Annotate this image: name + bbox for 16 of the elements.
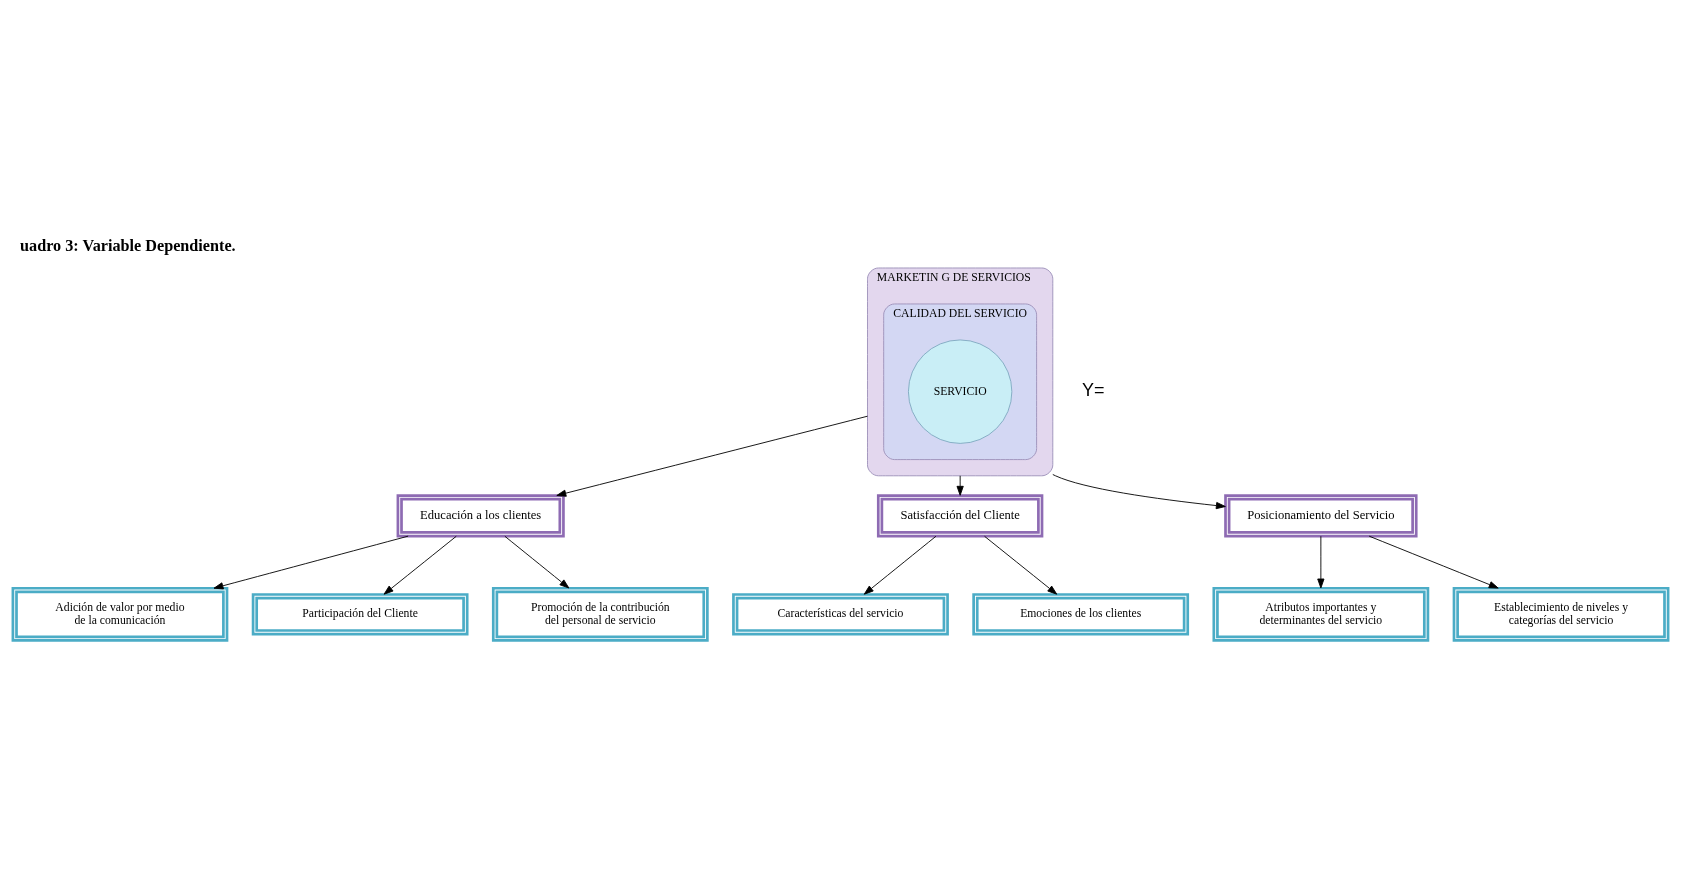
node-box: Atributos importantes y determinantes del servicio — [1212, 586, 1430, 642]
arrow — [1317, 535, 1325, 588]
arrow — [504, 535, 570, 588]
arrow — [213, 535, 409, 589]
node-box: Establecimiento de niveles y categorías del servicio — [1452, 586, 1670, 642]
node-box: Adición de valor por medio de la comunicación — [11, 586, 229, 642]
arrow — [556, 415, 868, 497]
arrow — [383, 535, 457, 595]
diagram-title: uadro 3: Variable Dependiente. — [20, 236, 236, 255]
arrow — [863, 535, 937, 595]
arrow — [956, 474, 964, 496]
arrow — [984, 535, 1058, 595]
node-circle: SERVICIO — [907, 339, 1013, 444]
label: Y= — [1082, 379, 1105, 400]
arrow — [1368, 535, 1499, 589]
arrow — [1052, 473, 1226, 509]
